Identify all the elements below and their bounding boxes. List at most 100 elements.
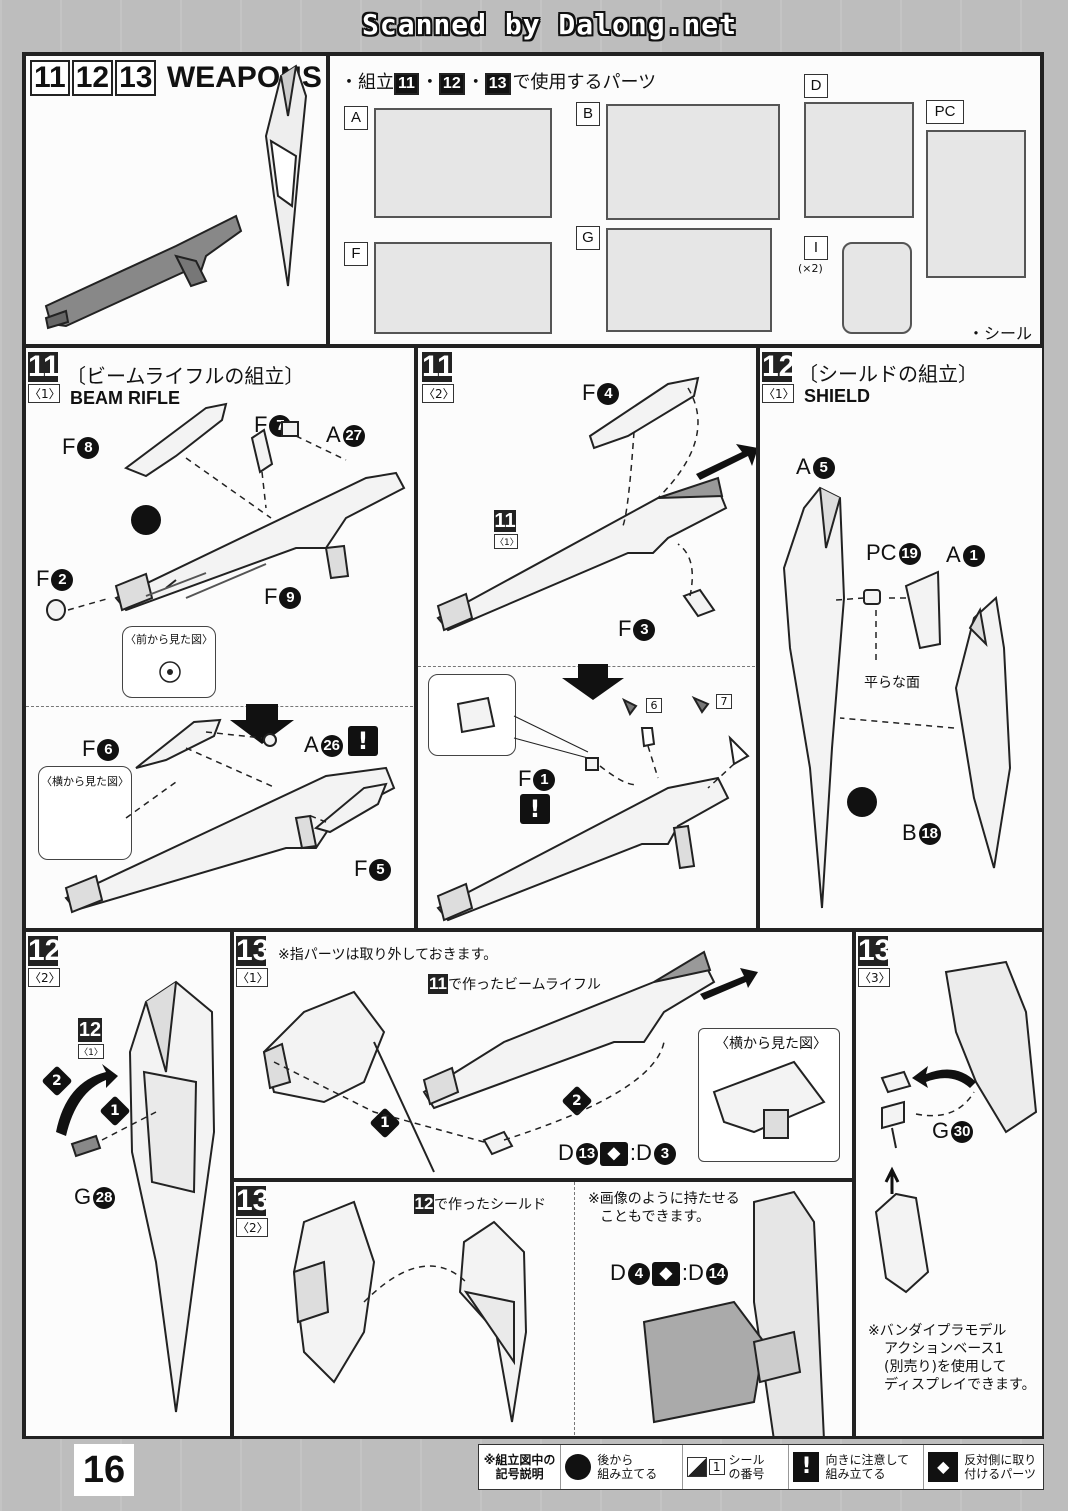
watermark: Scanned by Dalong.net	[362, 8, 738, 41]
side-view-label: 〈横から見た図〉	[715, 1036, 827, 1052]
swap-parts-icon: ◆	[599, 1142, 628, 1167]
step-number-box: 13	[115, 60, 157, 96]
divider	[26, 706, 414, 707]
step-sub-number: 〈1〉	[28, 384, 61, 403]
parts-used-prefix: ・組立	[340, 72, 394, 93]
step-number: 11	[422, 350, 454, 383]
assemble-from-back-icon	[565, 1454, 592, 1480]
step-11-2-illustration	[436, 376, 756, 922]
action-base-note-line3: (別売り)を使用して	[884, 1359, 1007, 1375]
legend-item: 後から組み立てる	[560, 1445, 682, 1489]
step-12-1-illustration	[782, 486, 1012, 909]
seal-number-sample: 1	[708, 1459, 725, 1475]
step-13-3-illustration	[874, 960, 1038, 1294]
step-13-2-panel: 13 〈2〉 12で作ったシールド ※画像のように持たせる こともできます。 D…	[232, 1180, 854, 1438]
side-view-callout: 〈横から見た図〉	[38, 766, 132, 860]
step-ref-sub: 〈1〉	[78, 1044, 104, 1059]
step-title-jp: 〔ビームライフルの組立〕	[66, 366, 305, 388]
seal-label: ・シール	[968, 324, 1033, 343]
seal-number: 6	[646, 698, 662, 713]
step-number: 13	[236, 1184, 270, 1217]
weapons-illustration	[44, 64, 308, 330]
seal-number-icon	[686, 1457, 707, 1477]
step-number: 12	[28, 934, 62, 967]
step-11-1-illustration	[46, 402, 406, 914]
caution-icon: !	[348, 726, 378, 756]
swap-parts-icon: ◆	[651, 1262, 680, 1287]
caution-icon: !	[520, 794, 550, 824]
step-number: 13	[858, 934, 892, 967]
step-number: 12	[762, 350, 796, 383]
side-view-label: 〈横から見た図〉	[41, 775, 129, 788]
step-number-box: 12	[71, 60, 114, 96]
runner-label-d: D	[804, 74, 828, 98]
step-ref: 13	[484, 73, 511, 95]
action-base-note-line1: ※バンダイプラモデル	[868, 1323, 1007, 1339]
runner-i-quantity: (×2)	[798, 262, 823, 275]
action-base-note-line2: アクションベース1	[884, 1341, 1004, 1357]
step-sub-number: 〈1〉	[236, 968, 269, 987]
assemble-from-back-icon	[131, 505, 161, 535]
parts-used-suffix: で使用するパーツ	[512, 72, 657, 93]
step-sub-number: 〈2〉	[28, 968, 61, 987]
step-sub-number: 〈2〉	[422, 384, 455, 403]
runner-label-g: G	[576, 226, 600, 250]
step-sub-number: 〈1〉	[762, 384, 795, 403]
runner-a	[374, 108, 552, 218]
legend-heading: ※組立図中の記号説明	[483, 1453, 556, 1481]
runner-b	[606, 104, 780, 220]
step-ref-number: 11	[494, 510, 516, 532]
divider	[574, 1182, 577, 1436]
detail-callout	[428, 674, 516, 756]
runner-f	[374, 242, 552, 334]
runner-label-f: F	[344, 242, 368, 266]
holding-note-line1: ※画像のように持たせる	[588, 1191, 740, 1207]
swap-parts-icon: ◆	[928, 1452, 959, 1482]
runner-d	[804, 102, 914, 218]
runner-label-a: A	[344, 106, 368, 130]
holding-note-line2: こともできます。	[600, 1209, 711, 1225]
runner-g	[606, 228, 772, 332]
step-13-2-illustration	[292, 1190, 825, 1436]
step-title-jp: 〔シールドの組立〕	[798, 364, 978, 386]
step-title-en: SHIELD	[804, 386, 871, 406]
step-12-2-illustration	[56, 980, 216, 1413]
runner-label-pc: PC	[926, 100, 964, 124]
front-view-label: 〈前から見た図〉	[125, 633, 213, 646]
step-ref: 11	[394, 73, 419, 95]
step-number: 11	[28, 350, 60, 383]
shield-reference: 12で作ったシールド	[414, 1194, 546, 1214]
action-base-note-line4: ディスプレイできます。	[884, 1377, 1036, 1393]
step-13-1-illustration	[262, 950, 826, 1173]
seal-number: 7	[716, 694, 732, 709]
page-number: 16	[74, 1444, 134, 1496]
step-ref-sub: 〈1〉	[494, 534, 519, 549]
front-view-callout: 〈前から見た図〉	[122, 626, 216, 698]
step-ref: 12	[438, 73, 465, 95]
caution-icon: !	[793, 1452, 820, 1482]
legend-item: ! 向きに注意して組み立てる	[788, 1445, 923, 1489]
step-title-en: BEAM RIFLE	[70, 388, 180, 408]
step-sub-number: 〈2〉	[236, 1218, 269, 1237]
runner-i	[842, 242, 912, 334]
runner-pc	[926, 130, 1026, 278]
